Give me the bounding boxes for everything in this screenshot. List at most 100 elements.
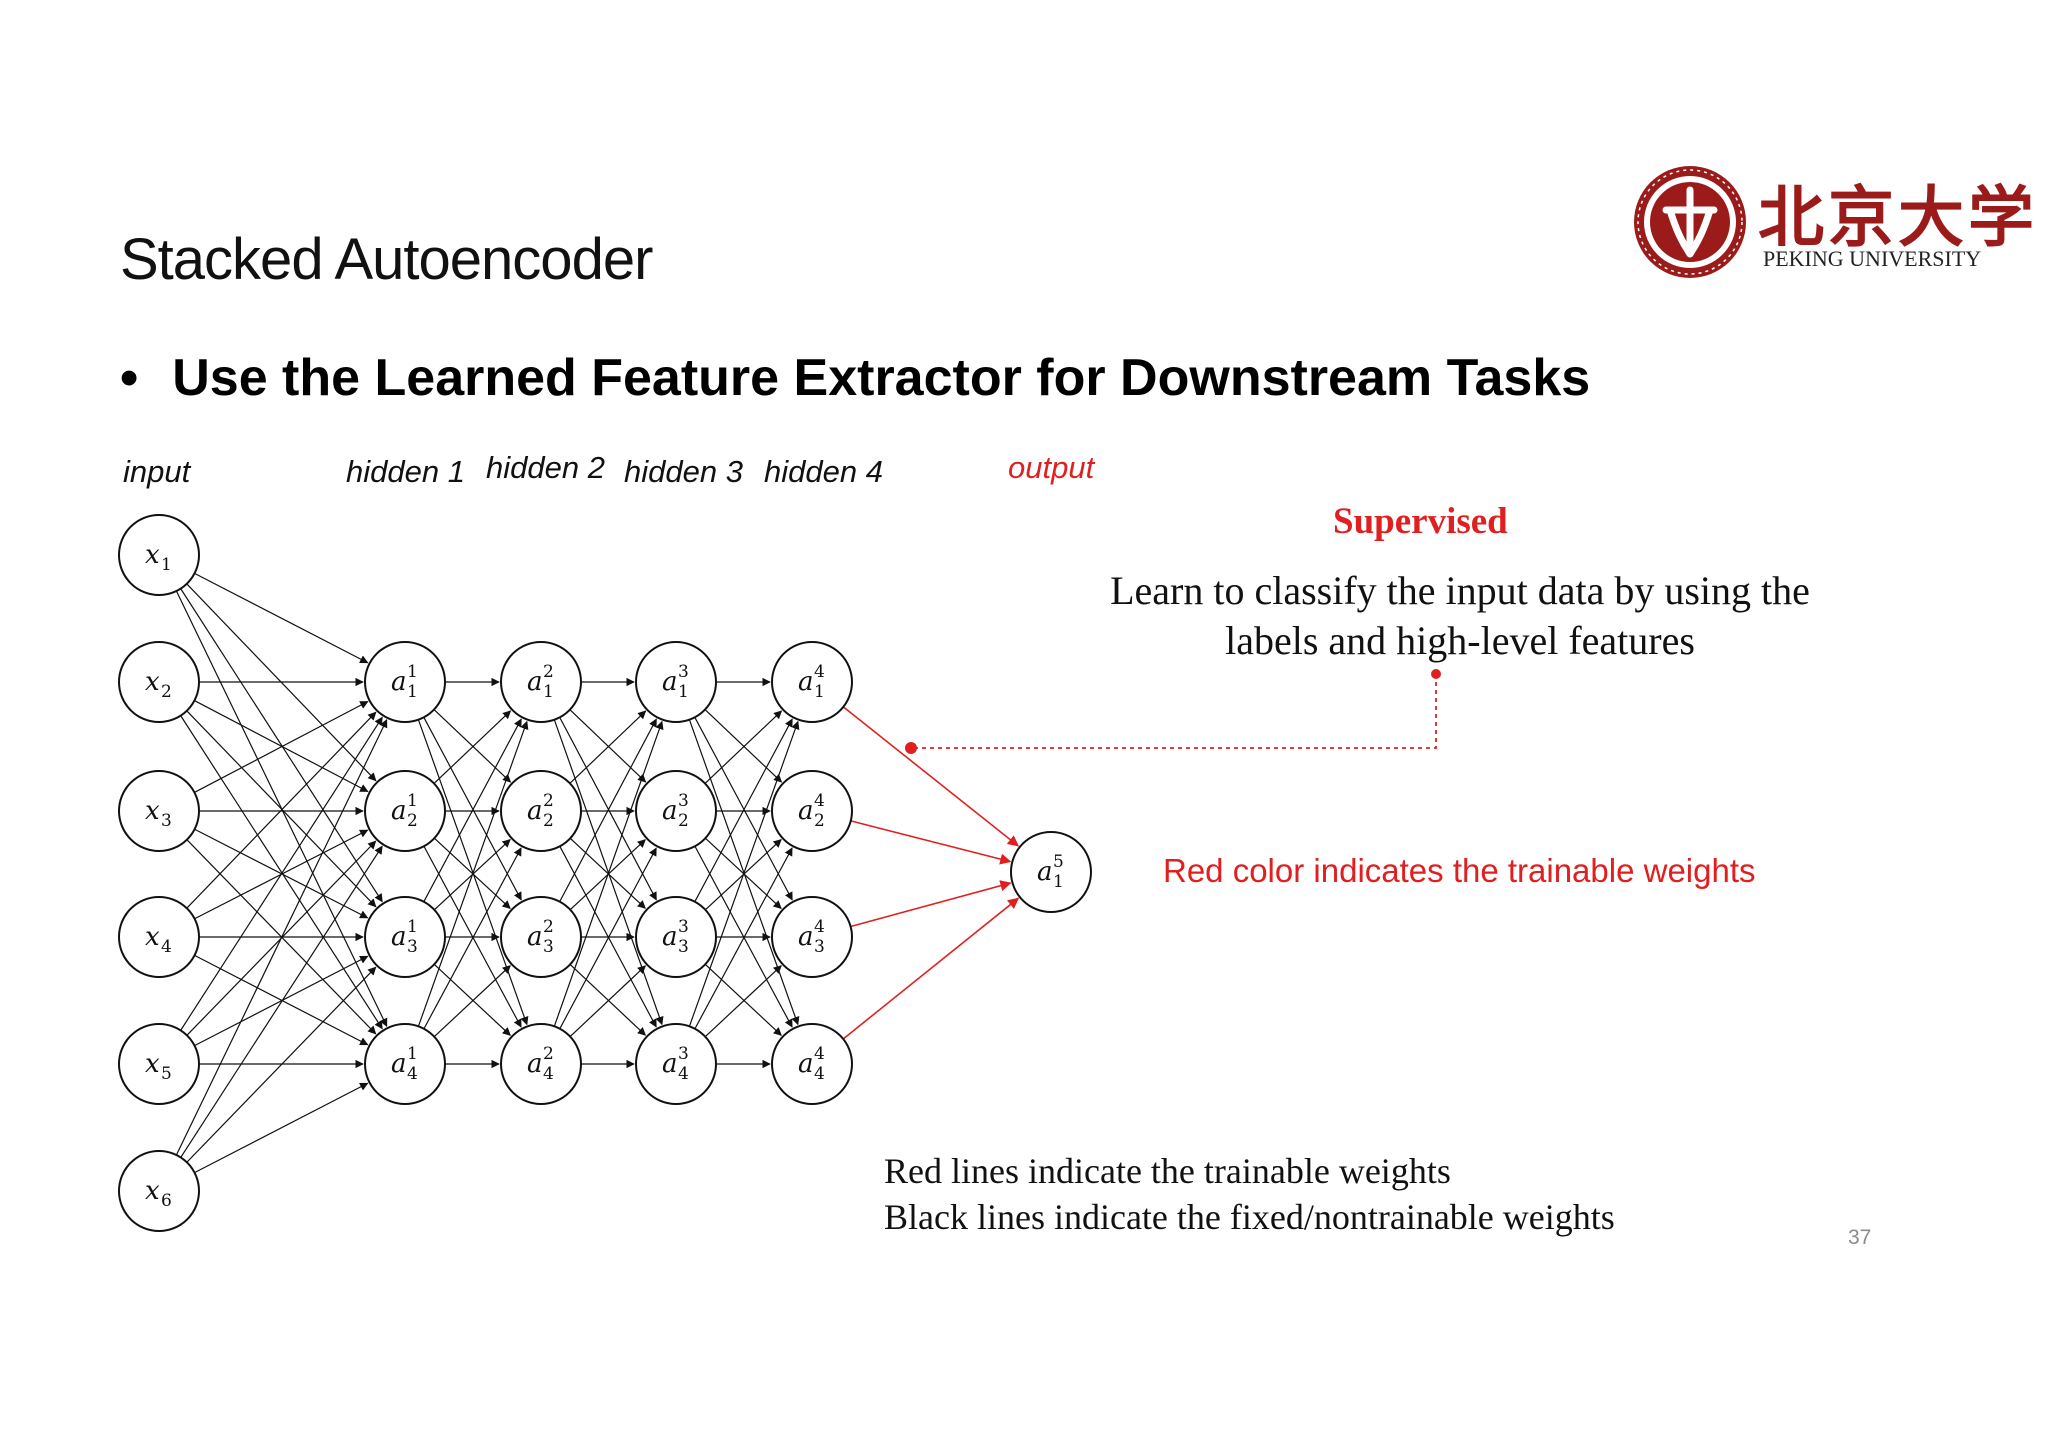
fixed-edge-l2-0-2 <box>559 717 657 901</box>
fixed-edge-l0-1-1 <box>194 700 369 793</box>
weight-edges <box>175 572 1020 1174</box>
node-circle <box>364 1023 446 1105</box>
node-circle <box>118 1150 200 1232</box>
node-label-subscript: 2 <box>814 811 825 831</box>
node-circle <box>635 770 717 852</box>
node-label-base: a <box>527 1049 543 1079</box>
logo-chinese-name: 北京大学 <box>1758 178 2038 256</box>
node-label-base: a <box>798 922 814 952</box>
fixed-edge-l2-3-1 <box>559 847 657 1029</box>
node-circle <box>635 1023 717 1105</box>
trainable-edge-l4-2-0 <box>850 880 1012 928</box>
node-label-base: a <box>391 796 407 826</box>
node-circle <box>500 896 582 978</box>
page-title: Stacked Autoencoder <box>120 227 653 292</box>
fixed-edge-l2-0-3 <box>553 719 664 1026</box>
fixed-edge-l2-1-0 <box>569 710 647 784</box>
fixed-edge-l2-2-3 <box>569 963 647 1036</box>
node-label-superscript: 4 <box>814 662 825 682</box>
node-label-subscript: 2 <box>407 811 418 831</box>
fixed-edge-l0-5-2 <box>186 966 377 1163</box>
pointer-dashed-line <box>911 674 1437 749</box>
fixed-edge-l0-4-0 <box>180 716 383 1031</box>
fixed-edge-l0-5-0 <box>175 719 388 1156</box>
trainable-edge-l4-1-0 <box>850 820 1012 865</box>
node-label-subscript: 1 <box>543 682 554 702</box>
node-label-base: a <box>391 1049 407 1079</box>
page-number: 37 <box>1848 1226 1872 1249</box>
node-label-subscript: 4 <box>678 1064 689 1084</box>
node-label-subscript: 1 <box>814 682 825 702</box>
fixed-edge-l0-0-2 <box>180 588 383 903</box>
bullet-heading: •Use the Learned Feature Extractor for D… <box>120 348 1590 408</box>
pointer-dot-bottom <box>905 742 917 754</box>
fixed-edge-l1-3-0 <box>417 720 529 1027</box>
legend-red-lines: Red lines indicate the trainable weights <box>884 1151 1451 1191</box>
fixed-edge-l2-3-0 <box>553 720 664 1027</box>
node-circle <box>118 641 200 723</box>
fixed-edge-l1-3-1 <box>423 847 522 1030</box>
fixed-edge-l3-3-1 <box>694 847 793 1030</box>
node-label-base: a <box>391 667 407 697</box>
node-label-subscript: 2 <box>161 682 172 702</box>
logo-english-name: PEKING UNIVERSITY <box>1763 246 1982 271</box>
fixed-edge-l1-0-2 <box>423 717 522 901</box>
fixed-edge-l1-0-1 <box>433 709 512 783</box>
fixed-edge-l0-4-2 <box>194 955 369 1047</box>
node-label-subscript: 4 <box>161 937 172 957</box>
layer-label-input: input <box>123 454 191 489</box>
layer-label-hidden-4: hidden 4 <box>764 454 883 489</box>
node-circle <box>364 770 446 852</box>
node-circle <box>771 770 853 852</box>
node-label-base: x <box>145 667 160 697</box>
fixed-edge-l1-1-0 <box>433 710 512 784</box>
fixed-edge-l3-0-2 <box>694 717 793 901</box>
node-label-base: x <box>145 922 160 952</box>
fixed-edge-l2-3-2 <box>569 965 647 1038</box>
university-seal-icon <box>1634 166 1746 278</box>
fixed-edge-l0-5-3 <box>194 1082 369 1174</box>
node-circle <box>500 1023 582 1105</box>
node-label-superscript: 3 <box>678 917 689 937</box>
red-color-note: Red color indicates the trainable weight… <box>1163 852 1756 889</box>
node-label-superscript: 5 <box>1053 852 1064 872</box>
node-label-subscript: 3 <box>543 937 554 957</box>
node-label-subscript: 3 <box>161 811 172 831</box>
node-circle <box>118 896 200 978</box>
node-label-superscript: 4 <box>814 791 825 811</box>
node-label-base: a <box>391 922 407 952</box>
node-label-base: a <box>798 1049 814 1079</box>
node-label-superscript: 4 <box>814 1044 825 1064</box>
node-label-base: a <box>662 667 678 697</box>
node-circle <box>118 514 200 596</box>
layer-label-output: output <box>1008 450 1095 485</box>
node-label-base: a <box>527 667 543 697</box>
node-label-base: a <box>527 922 543 952</box>
node-label-superscript: 1 <box>407 1044 418 1064</box>
node-label-subscript: 3 <box>678 937 689 957</box>
bullet-heading-text: Use the Learned Feature Extractor for Do… <box>172 349 1591 407</box>
node-label-subscript: 1 <box>161 555 172 575</box>
node-label-superscript: 2 <box>543 917 554 937</box>
node-circle <box>364 896 446 978</box>
fixed-edge-l0-5-1 <box>180 845 383 1158</box>
node-circle <box>771 1023 853 1105</box>
node-label-base: a <box>527 796 543 826</box>
fixed-edge-l3-2-0 <box>694 718 793 902</box>
